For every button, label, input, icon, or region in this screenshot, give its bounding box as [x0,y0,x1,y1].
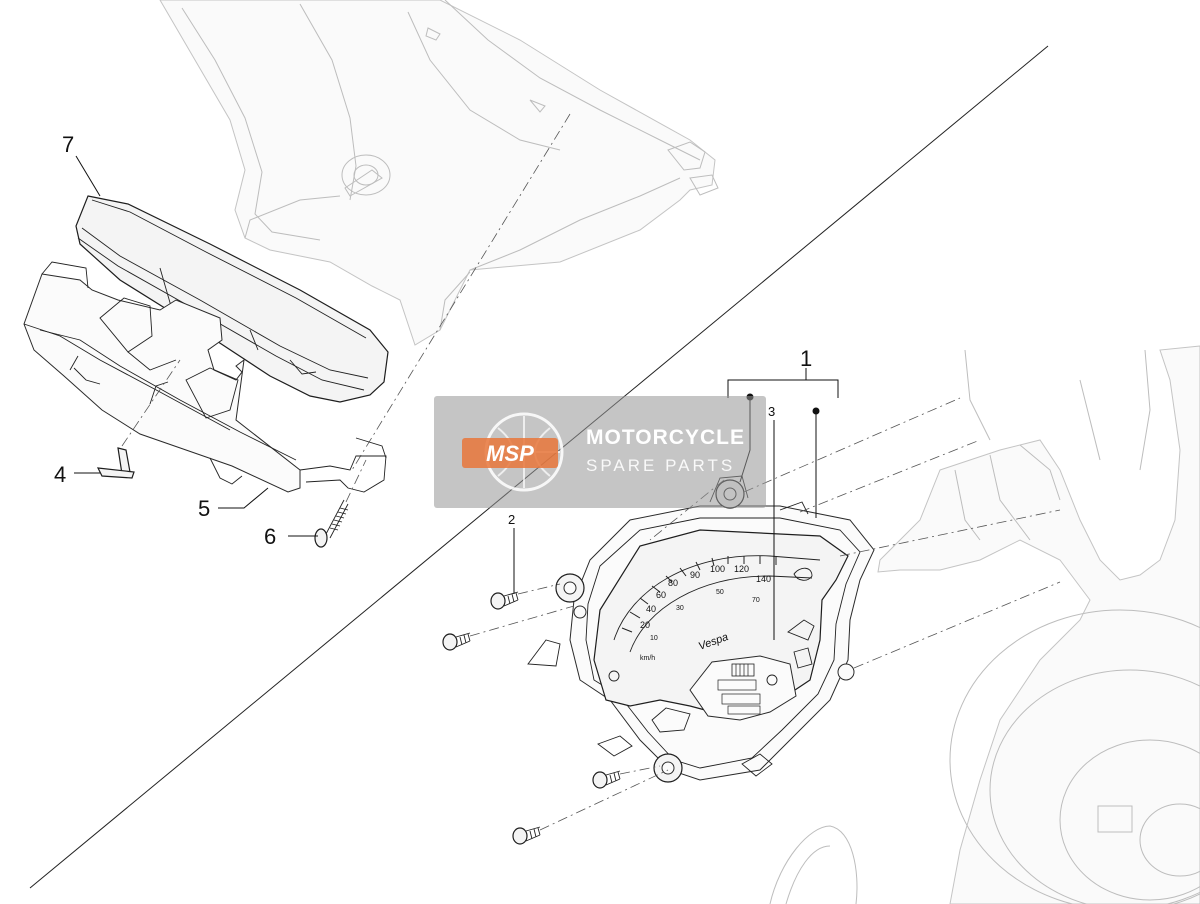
part-6-screw [314,459,367,548]
msp-logo-text: MSP [486,441,534,466]
callout-5: 5 [198,496,210,521]
dial-number: 50 [716,589,724,596]
callout-2: 2 [508,512,515,527]
dial-number: 90 [690,570,700,580]
watermark-title: MOTORCYCLE [586,426,745,449]
dial-number: 10 [650,635,658,642]
dial-number: 120 [734,564,749,574]
callout-6: 6 [264,524,276,549]
handlebar-cover-ghost [159,0,719,471]
watermark-banner: MSP MOTORCYCLE SPARE PARTS [434,396,766,508]
callout-leaders [74,155,839,640]
watermark-subtitle: SPARE PARTS [586,456,736,475]
dial-number: 60 [656,590,666,600]
screw [592,770,621,789]
part-1-speedometer-assembly: 20 40 60 80 90 100 120 140 10 30 50 70 k… [527,475,875,783]
screw [442,632,471,651]
dial-number: 70 [752,597,760,604]
callout-7: 7 [62,132,74,157]
part-4-screw [96,359,181,479]
dial-unit: km/h [640,655,655,662]
dial-number: 20 [640,620,650,630]
msp-logo: MSP [462,412,564,492]
callout-4: 4 [54,462,66,487]
screw [512,826,541,845]
legshield-ghost [769,345,1200,904]
callout-3: 3 [768,404,775,419]
dial-number: 100 [710,564,725,574]
part-2-screws [442,591,621,845]
dial-number: 80 [668,578,678,588]
screw [490,591,519,610]
dial-number: 30 [676,605,684,612]
part-5-mounting-bracket [23,261,387,493]
dial-number: 140 [756,574,771,584]
dial-number: 40 [646,604,656,614]
callout-1: 1 [800,346,812,371]
